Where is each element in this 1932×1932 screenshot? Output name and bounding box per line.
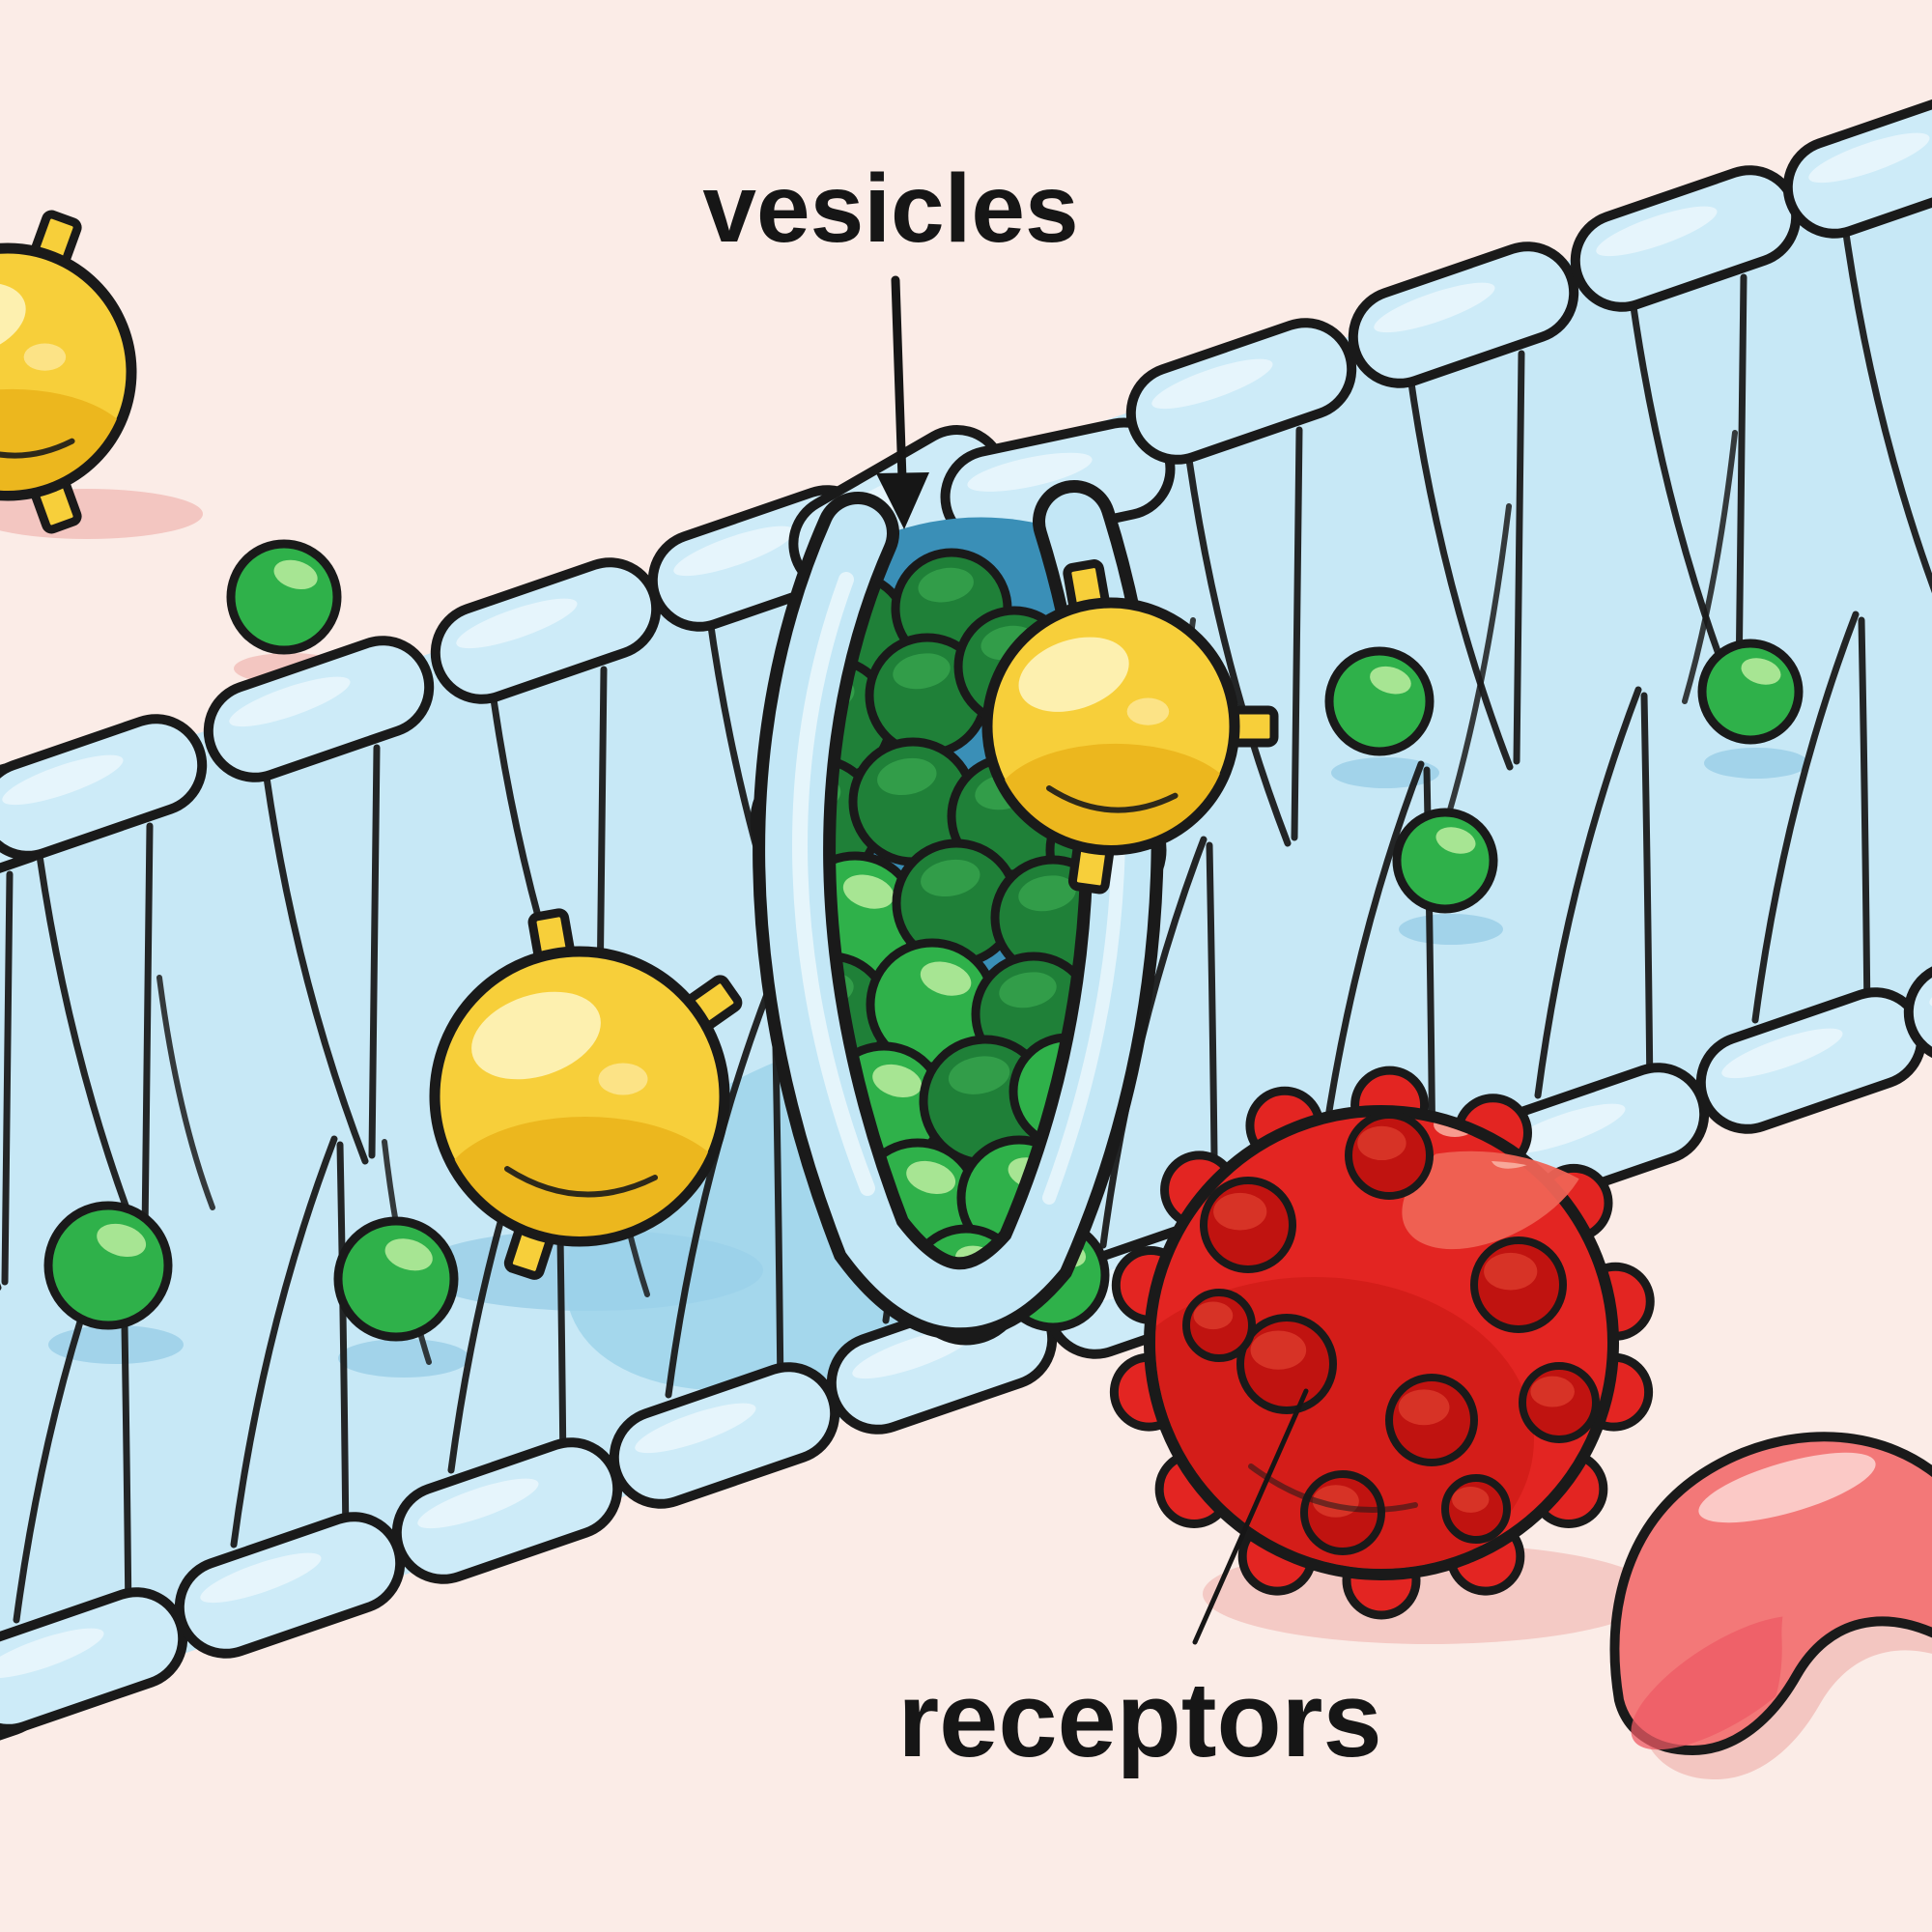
molecule-shadow — [1704, 748, 1808, 779]
lipid-strand — [1446, 503, 1512, 816]
lipid-tail — [1751, 611, 1860, 1024]
membrane-capsule — [1903, 917, 1932, 1064]
membrane-outer-layer — [0, 92, 1932, 909]
lipid-tail — [259, 746, 369, 1165]
lipid-tail — [1513, 350, 1525, 765]
lipid-tail — [1534, 686, 1642, 1099]
green-molecule — [1392, 808, 1498, 914]
lipid-strand — [156, 975, 215, 1210]
green-molecule — [43, 1201, 173, 1330]
lipid-tail — [368, 744, 381, 1159]
lipid-tail — [1640, 692, 1654, 1101]
receptor-ball — [1109, 1065, 1655, 1620]
lipid-tail — [336, 1141, 350, 1550]
lipid-tail — [665, 985, 773, 1399]
lipid-tail — [1291, 426, 1303, 841]
membrane-capsule — [1348, 242, 1579, 388]
membrane-capsule — [0, 714, 208, 861]
molecule-shadow — [338, 1339, 469, 1378]
vesicles-label: vesicles — [702, 155, 1078, 263]
bean-highlight — [1698, 1452, 1876, 1523]
bean-shade — [1631, 1615, 1820, 1750]
green-molecule — [226, 539, 342, 655]
annotations: vesicles receptors — [702, 155, 1381, 1779]
membrane-capsule — [203, 636, 435, 782]
receptor-ball-group — [1109, 1065, 1655, 1620]
lipid-tail — [1, 870, 14, 1286]
protein-bean — [1609, 1432, 1932, 1779]
lipid-tail — [32, 824, 142, 1243]
green-molecule — [1324, 646, 1435, 756]
membrane-capsule — [1782, 92, 1932, 239]
vesicles-arrow-line — [891, 275, 907, 484]
molecule-shadow — [1399, 914, 1503, 945]
lipid-tail — [1404, 352, 1514, 771]
membrane-capsule — [430, 557, 662, 704]
vesicles-arrowhead-icon — [876, 472, 929, 529]
green-molecule — [848, 737, 978, 867]
membrane-capsule — [1125, 318, 1357, 465]
lipid-tail — [230, 1135, 338, 1548]
green-molecule — [1697, 639, 1804, 745]
lipid-strand — [1682, 430, 1738, 704]
lipid-tail — [1858, 616, 1871, 1026]
receptors-label: receptors — [897, 1661, 1381, 1779]
lipid-tail — [1735, 273, 1747, 689]
green-molecule — [333, 1216, 459, 1342]
lipid-tail — [1181, 428, 1292, 847]
pocket-rim-highlight — [792, 572, 875, 1196]
lipid-tail — [1626, 275, 1736, 695]
lipid-tail — [1838, 202, 1932, 594]
lipid-tail — [141, 822, 154, 1237]
receptors-pointer-line — [1192, 1388, 1309, 1645]
yellow-vesicle — [981, 559, 1279, 895]
molecule-shadow — [48, 1325, 184, 1364]
loose-molecules — [43, 539, 1804, 1342]
